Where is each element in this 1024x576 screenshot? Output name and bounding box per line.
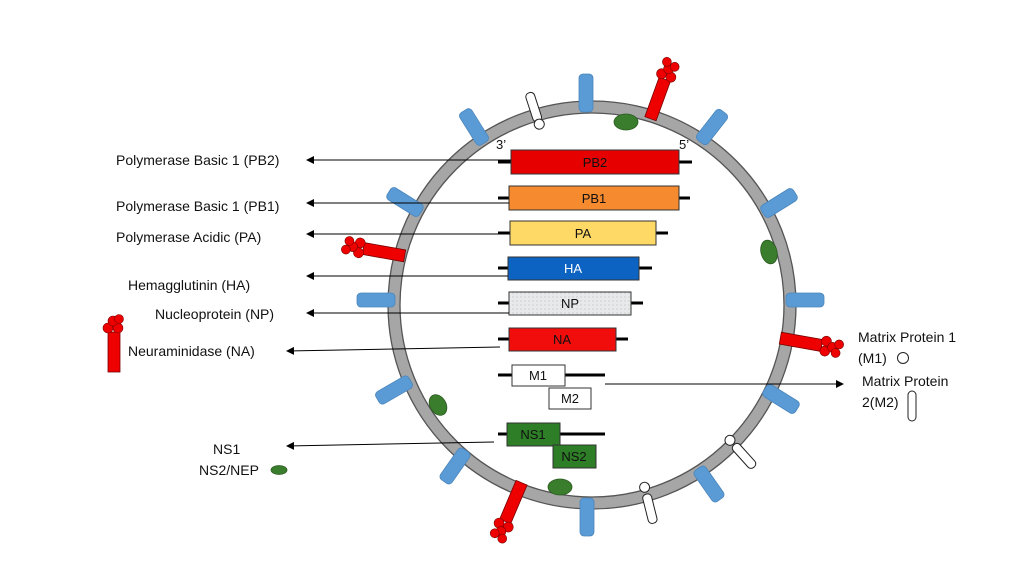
ns2-particle-icon — [613, 113, 639, 131]
segment-na-label: NA — [553, 332, 571, 347]
segment-m2 — [548, 387, 592, 410]
ns2-particle-icon — [428, 394, 448, 416]
m2-channel-icon — [639, 481, 658, 524]
ha-spike-icon — [578, 73, 594, 113]
label-ha: Hemagglutinin (HA) — [128, 277, 250, 293]
label-ns1: NS1 — [213, 441, 240, 457]
leader-arrows — [286, 156, 844, 450]
segment-ha — [507, 256, 640, 281]
na-spike-icon — [341, 236, 407, 263]
m2-channel-icon — [525, 91, 545, 130]
na-legend-icon — [102, 314, 124, 373]
segment-pb1 — [508, 185, 680, 211]
segment-ns1 — [506, 422, 561, 447]
segment-pb2-label: PB2 — [583, 155, 608, 170]
segment-m1 — [511, 364, 566, 387]
segment-np-label: NP — [561, 296, 579, 311]
ha-spike-icon — [785, 292, 825, 308]
genome-segments: PB2 3’ 5’ PB1 PA HA NP NA M1 M2 NS1 — [496, 137, 692, 469]
ha-spike-icon — [375, 375, 413, 405]
label-np: Nucleoprotein (NP) — [155, 306, 274, 322]
label-m1-line1: Matrix Protein 1 — [858, 329, 956, 345]
ha-spike-icon — [439, 447, 471, 485]
segment-na — [508, 327, 617, 352]
label-na: Neuraminidase (NA) — [128, 343, 255, 359]
ns2-particles — [428, 113, 778, 496]
ha-spike-icon — [693, 465, 725, 503]
segment-pa — [509, 220, 657, 246]
m2-channel-icon — [724, 434, 757, 469]
segment-pb2 — [510, 149, 680, 175]
ha-spike-icon — [696, 108, 728, 146]
ns2-particle-icon — [547, 478, 573, 496]
three-prime-end: 3’ — [496, 137, 506, 152]
na-spike-icon — [644, 57, 680, 122]
segment-ha-label: HA — [564, 261, 582, 276]
segment-m1-label: M1 — [529, 368, 547, 383]
arrow-ns — [286, 441, 495, 450]
ns2-particle-icon — [760, 239, 778, 265]
label-pb1: Polymerase Basic 1 (PB1) — [116, 198, 279, 214]
ha-spike-icon — [760, 188, 798, 218]
label-pa: Polymerase Acidic (PA) — [116, 229, 261, 245]
na-spike-icon — [489, 479, 528, 544]
ha-spike-icon — [579, 497, 595, 537]
ha-spike-icon — [459, 108, 489, 146]
five-prime-end: 5’ — [679, 137, 689, 152]
segment-pa-label: PA — [575, 226, 592, 241]
arrow-na — [286, 346, 501, 355]
ha-spike-icon — [762, 384, 800, 414]
label-m1-line2: (M1) — [858, 350, 887, 366]
m2-legend-icon — [907, 390, 917, 422]
na-spike-icon — [778, 331, 844, 358]
label-m2-line1: Matrix Protein — [862, 373, 948, 389]
segment-ns2 — [552, 444, 597, 469]
m1-legend-icon — [897, 352, 909, 364]
ha-spikes — [356, 73, 825, 537]
label-ns2-nep: NS2/NEP — [199, 462, 259, 478]
segment-pb1-label: PB1 — [582, 191, 607, 206]
ha-spike-icon — [386, 187, 424, 217]
ha-spike-icon — [356, 292, 396, 308]
label-m2-line2: 2(M2) — [862, 394, 899, 410]
label-pb2: Polymerase Basic 1 (PB2) — [116, 152, 279, 168]
envelope-inner-edge — [399, 112, 785, 498]
segment-ns2-label: NS2 — [561, 449, 586, 464]
segment-m2-label: M2 — [561, 391, 579, 406]
segment-np — [508, 291, 632, 316]
ns2-legend-icon — [270, 465, 288, 475]
segment-ns1-label: NS1 — [520, 427, 545, 442]
